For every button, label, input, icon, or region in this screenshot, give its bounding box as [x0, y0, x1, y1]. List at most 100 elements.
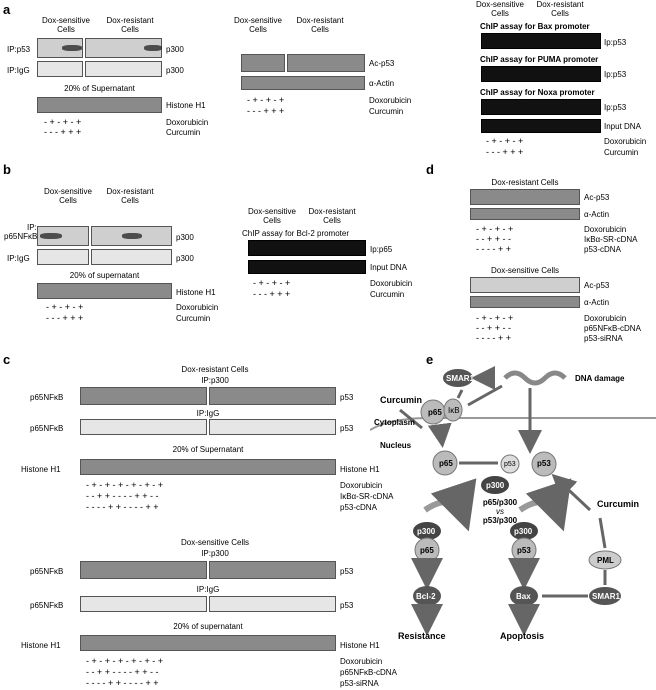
- label-p53: p53: [537, 459, 551, 468]
- sign-row-dox: - + - + - +: [253, 278, 291, 288]
- label-curcumin: Curcumin: [370, 290, 405, 299]
- label-acp53: Ac-p53: [584, 193, 610, 202]
- panel-label-a: a: [3, 2, 11, 17]
- header-dox-resistant: Dox-resistant: [308, 207, 356, 216]
- blot-igg: [85, 61, 162, 77]
- label-histone: Histone H1: [176, 288, 216, 297]
- label-supernatant: 20% of Supernatant: [64, 84, 135, 93]
- header-cells: Cells: [263, 216, 281, 225]
- header-dox-resistant-cells: Dox-resistant Cells: [491, 178, 559, 187]
- label-p53-sirna: p53-siRNA: [584, 334, 623, 343]
- label-ratio-p65: p65/p300: [482, 498, 518, 507]
- label-ratio-p53: p53/p300: [482, 516, 518, 525]
- pathway-diagram: [370, 366, 656, 636]
- gel-noxa: [481, 99, 601, 115]
- label-doxorubicin: Doxorubicin: [176, 303, 219, 312]
- sign-row-p65: - - + + - -: [476, 323, 512, 333]
- bax-node: [510, 586, 538, 606]
- blot-histone: [80, 635, 336, 651]
- blot-p300: [37, 38, 83, 58]
- label-p300: p300: [166, 45, 184, 54]
- gel-input: [248, 260, 366, 274]
- label-ip-igg: IP:IgG: [196, 585, 220, 594]
- label-apoptosis: Apoptosis: [500, 631, 544, 641]
- label-supernatant: 20% of supernatant: [69, 271, 140, 280]
- label-pml: PML: [597, 556, 614, 565]
- panel-label-e: e: [426, 352, 434, 367]
- label-p300-right: p300: [514, 527, 533, 536]
- label-p300: p300: [176, 233, 194, 242]
- label-p53: p53: [340, 424, 354, 433]
- header-dox-sensitive: Dox-sensitive: [475, 0, 524, 9]
- label-ikb-cdna: IκBα-SR-cDNA: [584, 235, 638, 244]
- label-supernatant: 20% of supernatant: [173, 622, 243, 631]
- blot-igg: [209, 596, 336, 612]
- smar1-node: [443, 369, 473, 387]
- header-dox-sensitive: Dox-sensitive: [233, 16, 282, 25]
- label-p300: p300: [176, 254, 194, 263]
- sign-row-ikb: - - + + - -: [476, 234, 512, 244]
- header-dox-resistant: Dox-resistant: [536, 0, 584, 9]
- label-actin: α-Actin: [584, 298, 610, 307]
- header-cells: Cells: [121, 196, 139, 205]
- label-ip-igg: IP:IgG: [7, 66, 30, 75]
- label-doxorubicin: Doxorubicin: [340, 657, 383, 666]
- gel-bax: [481, 33, 601, 49]
- label-p65: p65NFκB: [30, 601, 64, 610]
- label-curcumin: Curcumin: [380, 395, 423, 405]
- label-cytoplasm: Cytoplasm: [374, 418, 415, 427]
- header-dox-resistant-cells: Dox-resistant Cells: [181, 365, 249, 374]
- blot-acp53: [470, 189, 580, 205]
- blot-igg: [37, 249, 89, 265]
- label-supernatant: 20% of Supernatant: [172, 445, 244, 454]
- blot-acp53: [287, 54, 365, 72]
- label-chip-bax: ChIP assay for Bax promoter: [480, 22, 590, 31]
- label-actin: α-Actin: [584, 210, 610, 219]
- blot-actin: [470, 208, 580, 220]
- sign-row-dox: - + - + - +: [46, 302, 84, 312]
- header-cells: Cells: [323, 216, 341, 225]
- p300-left-node: [413, 522, 441, 540]
- blot-igg: [91, 249, 172, 265]
- blot-histone: [37, 283, 172, 299]
- p65-nuclear-node: [432, 450, 458, 476]
- panel-label-c: c: [3, 352, 11, 367]
- header-cells: Cells: [311, 25, 329, 34]
- header-dox-resistant: Dox-resistant: [296, 16, 344, 25]
- blot-p300: [85, 38, 162, 58]
- sign-row-p65: - - + + - - - - + + - -: [86, 667, 159, 677]
- label-smar1-bottom: SMAR1: [592, 592, 621, 601]
- gel-puma: [481, 66, 601, 82]
- blot-actin: [470, 296, 580, 308]
- label-p65-left: p65: [420, 546, 434, 555]
- blot-igg: [37, 61, 83, 77]
- sign-row-curcumin: - - - + + +: [44, 127, 82, 137]
- label-histone: Histone H1: [340, 465, 380, 474]
- label-ip-p53: IP:p53: [7, 45, 31, 54]
- label-vs: vs: [496, 507, 504, 516]
- header-dox-resistant: Dox-resistant: [106, 187, 154, 196]
- bcl2-node: [413, 586, 441, 606]
- p53-inactive-node: [500, 454, 520, 474]
- sign-row-curcumin: - - - + + +: [46, 313, 84, 323]
- panel-label-b: b: [3, 162, 11, 177]
- label-ip-p65: Ip:p65: [370, 245, 393, 254]
- header-cells: Cells: [491, 9, 509, 18]
- label-doxorubicin: Doxorubicin: [604, 137, 647, 146]
- label-bax: Bax: [516, 592, 531, 601]
- sign-row-dox: - + - + - + - + - + - +: [86, 480, 164, 490]
- sign-row-curcumin: - - - + + +: [486, 147, 524, 157]
- sign-row-ikb: - - + + - - - - + + - -: [86, 491, 159, 501]
- label-smar1: SMAR1: [446, 374, 475, 383]
- label-histone: Histone H1: [21, 465, 61, 474]
- blot-p53: [209, 387, 336, 405]
- label-acp53: Ac-p53: [584, 281, 610, 290]
- label-ip-p53: Ip:p53: [604, 38, 627, 47]
- label-p53-cdna: p53-cDNA: [340, 503, 377, 512]
- ikb-node: [443, 398, 463, 422]
- blot-igg: [209, 419, 336, 435]
- sign-row-sirna: - - - - + +: [476, 333, 512, 343]
- label-ip-p65: p65NFκB: [4, 232, 38, 241]
- sign-row-curcumin: - - - + + +: [247, 106, 285, 116]
- sign-row-dox: - + - + - +: [44, 117, 82, 127]
